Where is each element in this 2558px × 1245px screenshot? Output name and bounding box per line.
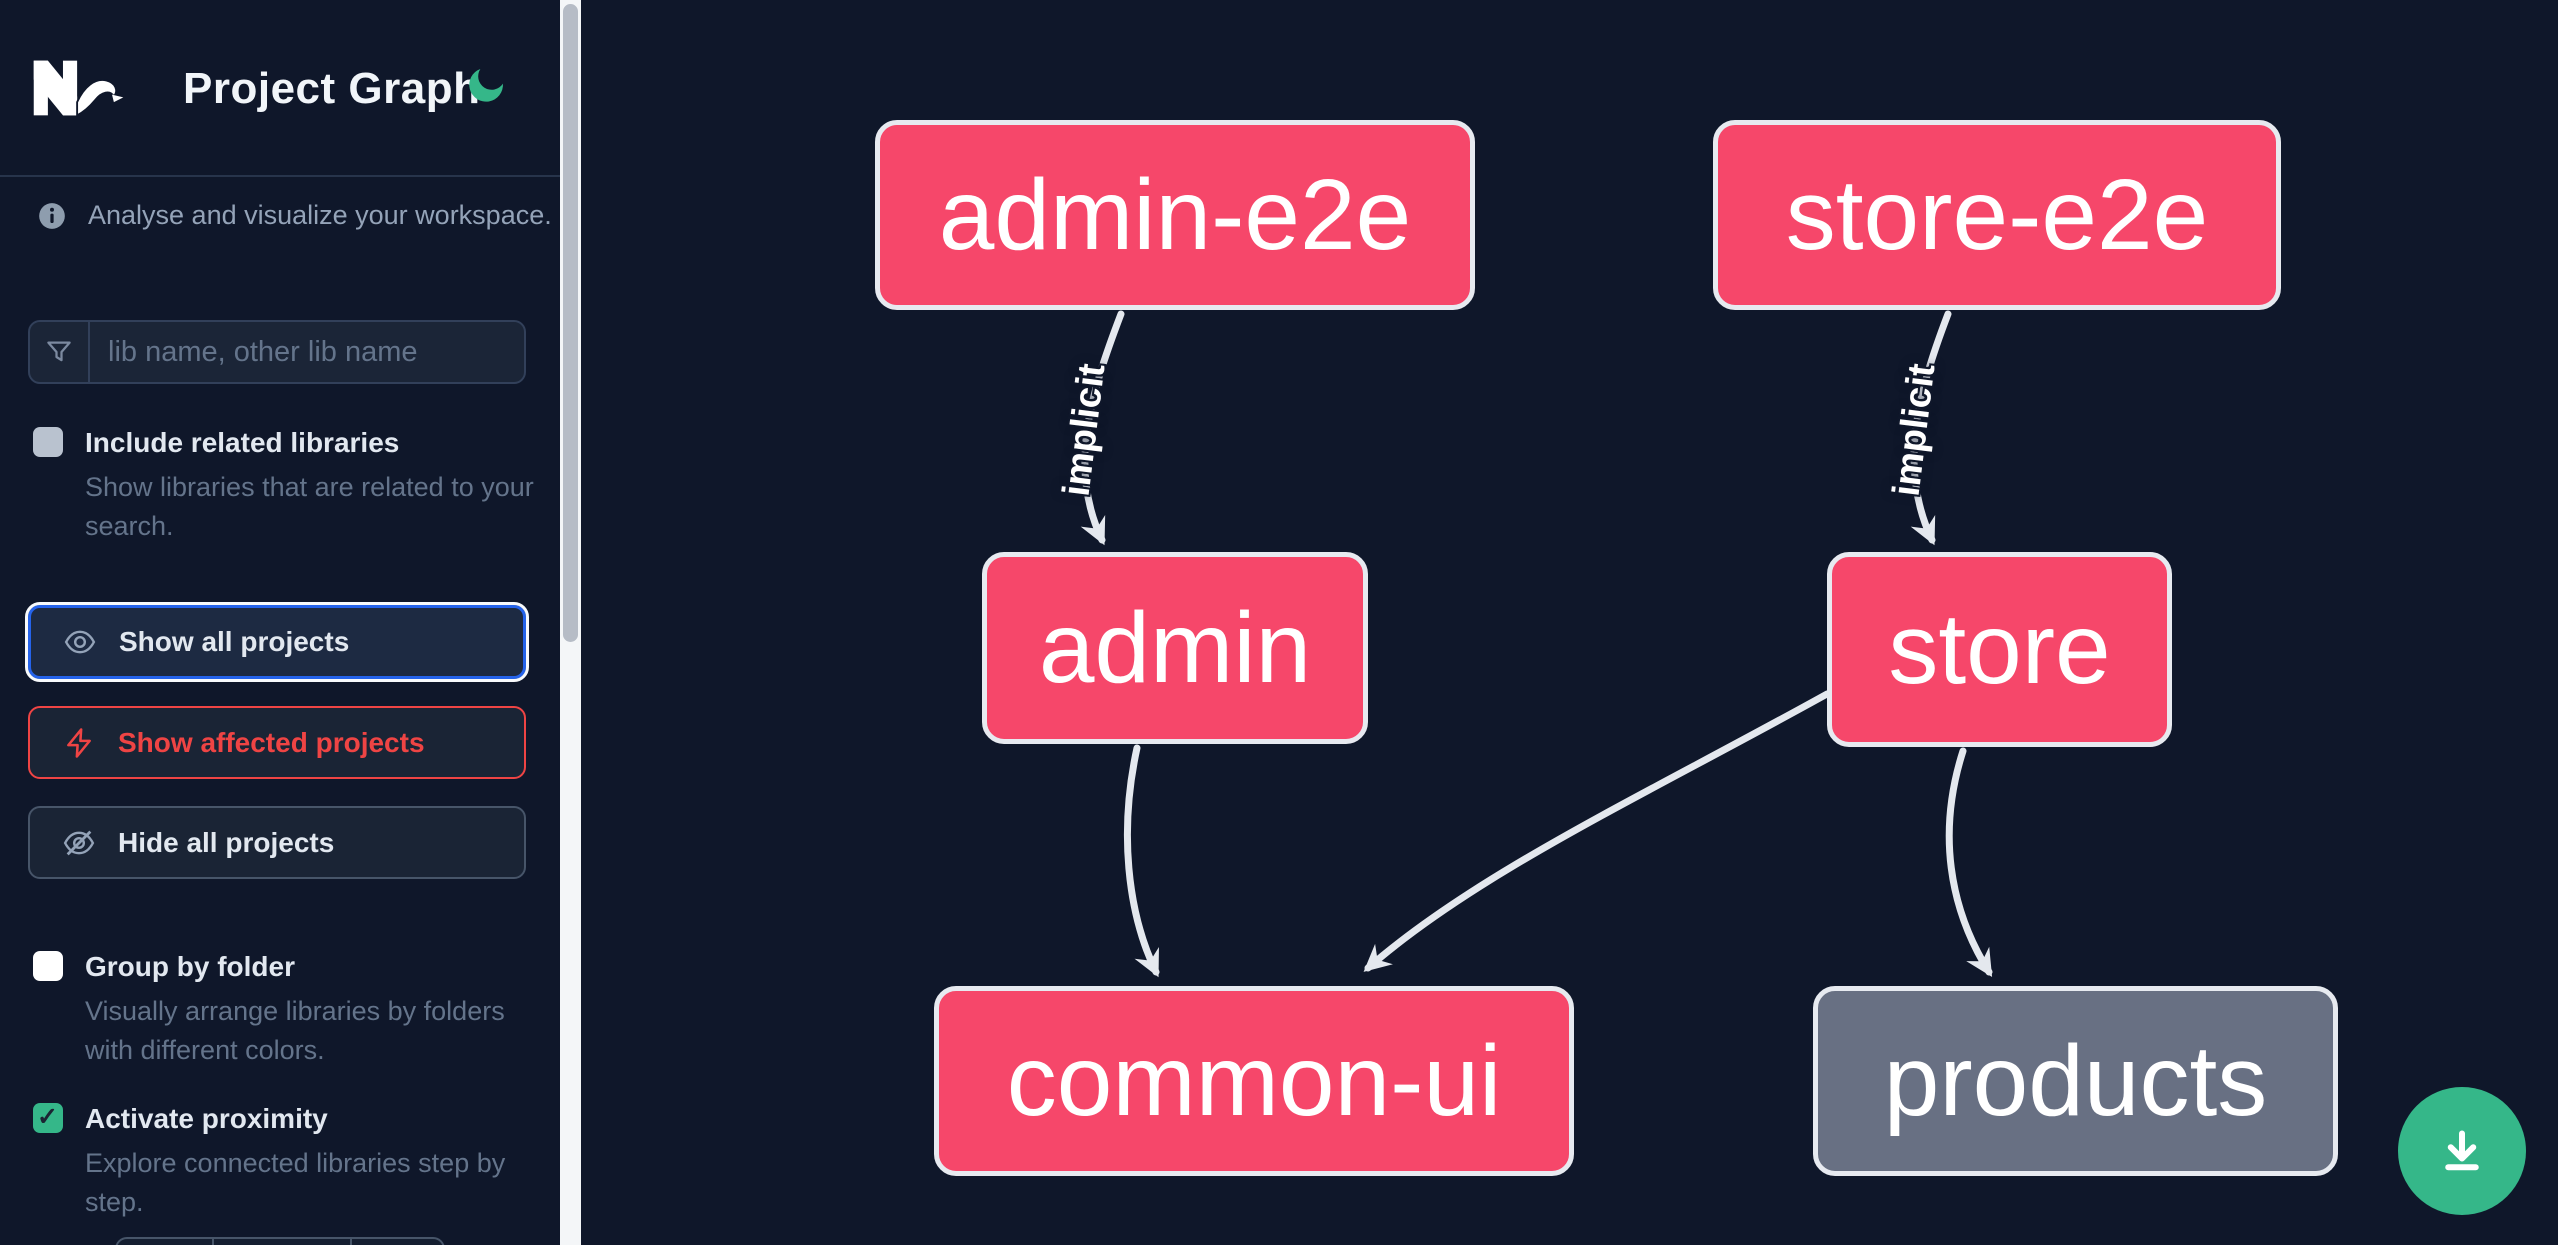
graph-node-common-ui[interactable]: common-ui — [934, 986, 1574, 1176]
option-description: Show libraries that are related to your … — [85, 472, 534, 541]
option-label: Group by folder — [85, 951, 295, 982]
download-icon — [2445, 1130, 2479, 1171]
option-label: Activate proximity — [85, 1103, 328, 1134]
info-icon — [39, 202, 65, 229]
workspace-info: Analyse and visualize your workspace. — [38, 200, 552, 231]
stepper-value — [212, 1239, 350, 1245]
edge-admin-to-common-ui — [1123, 744, 1160, 978]
eye-icon — [64, 630, 96, 654]
node-label: store — [1888, 593, 2111, 705]
stepper-decrement[interactable] — [117, 1239, 212, 1245]
info-text: Analyse and visualize your workspace. — [88, 200, 552, 230]
include-related-checkbox[interactable] — [33, 427, 63, 457]
edge-label-implicit: implicit — [1055, 361, 1114, 499]
node-label: admin — [1038, 591, 1312, 704]
library-filter-field — [28, 320, 526, 384]
nx-logo-icon — [33, 60, 124, 117]
filter-funnel-icon — [47, 341, 71, 362]
show-affected-projects-button[interactable]: Show affected projects — [28, 706, 526, 779]
option-description: Explore connected libraries step by step… — [85, 1148, 506, 1217]
node-label: common-ui — [1006, 1024, 1502, 1137]
activate-proximity-checkbox[interactable] — [33, 1102, 63, 1133]
search-input[interactable] — [90, 322, 524, 382]
hide-all-projects-button[interactable]: Hide all projects — [28, 806, 526, 879]
edge-store-to-common-ui — [1363, 690, 1831, 972]
node-label: admin-e2e — [938, 158, 1412, 271]
graph-node-store[interactable]: store — [1827, 552, 2172, 747]
graph-node-store-e2e[interactable]: store-e2e — [1713, 120, 2281, 310]
graph-node-products[interactable]: products — [1813, 986, 2338, 1176]
proximity-stepper-partial[interactable] — [115, 1237, 445, 1245]
sidebar-scrollbar-thumb[interactable] — [563, 4, 578, 642]
option-description: Visually arrange libraries by folders wi… — [85, 996, 505, 1065]
edge-label-implicit: implicit — [1885, 361, 1944, 499]
sidebar-header: Project Graph — [0, 0, 562, 177]
bolt-icon — [67, 727, 91, 758]
button-label: Show affected projects — [118, 726, 425, 758]
sidebar: Project Graph Analyse and visualize your… — [0, 0, 562, 1245]
button-label: Hide all projects — [118, 826, 335, 858]
node-label: store-e2e — [1785, 158, 2209, 271]
funnel-cell — [30, 322, 90, 382]
group-by-folder-checkbox[interactable] — [33, 951, 63, 981]
graph-node-admin-e2e[interactable]: admin-e2e — [875, 120, 1475, 310]
graph-node-admin[interactable]: admin — [982, 552, 1368, 744]
download-image-button[interactable] — [2398, 1087, 2526, 1215]
page-title: Project Graph — [183, 64, 481, 113]
eye-slash-icon — [63, 830, 95, 855]
graph-canvas[interactable]: admin-e2e store-e2e admin store common-u… — [581, 0, 2558, 1245]
option-label: Include related libraries — [85, 427, 400, 458]
moon-icon — [469, 68, 503, 102]
edge-store-to-products — [1945, 747, 1993, 977]
button-label: Show all projects — [119, 626, 350, 657]
theme-toggle-button[interactable] — [464, 60, 514, 110]
show-all-projects-button[interactable]: Show all projects — [25, 602, 529, 682]
stepper-increment[interactable] — [350, 1239, 447, 1245]
node-label: products — [1883, 1024, 2268, 1137]
sidebar-scrollbar-track — [560, 0, 581, 1245]
